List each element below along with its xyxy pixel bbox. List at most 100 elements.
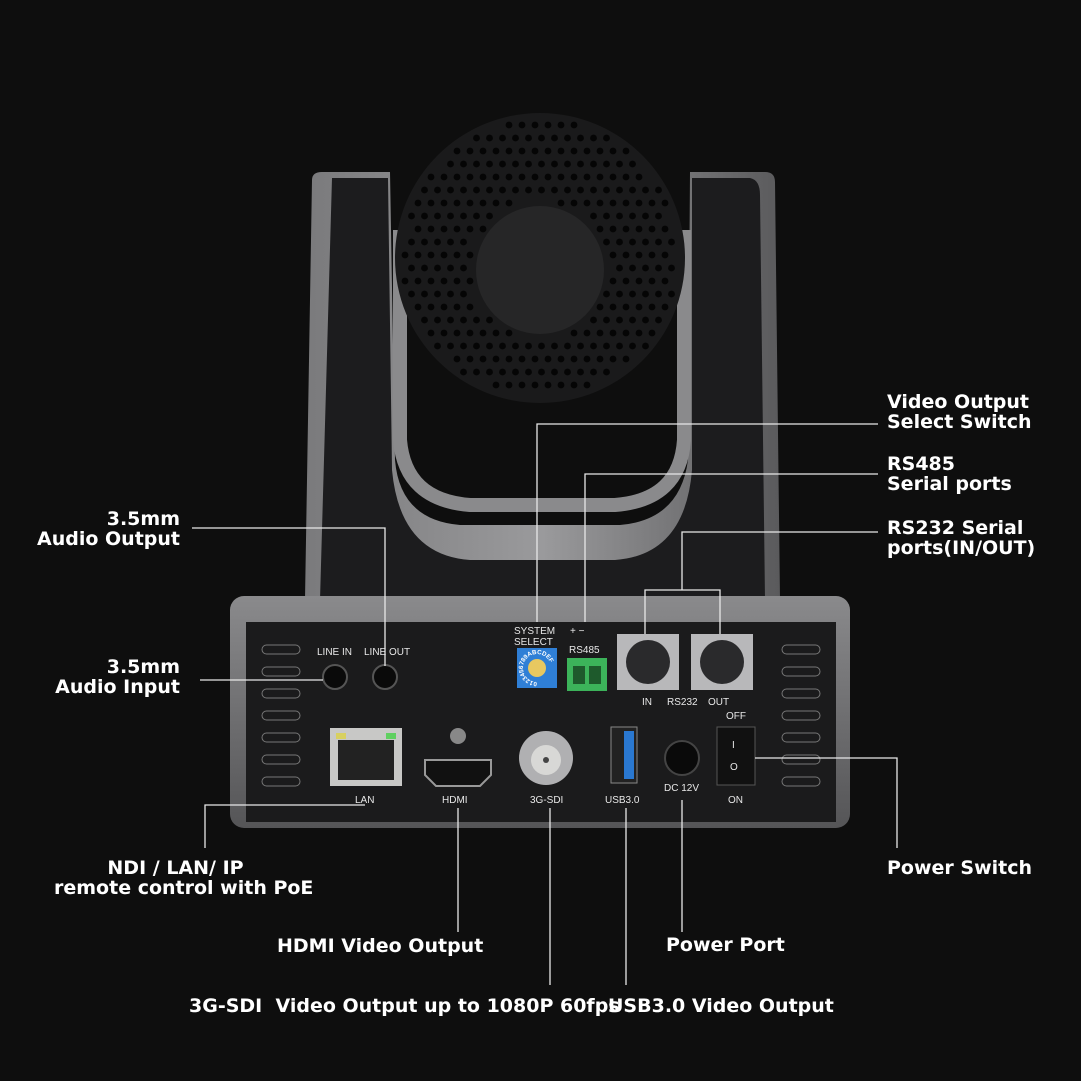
vent-hole bbox=[544, 121, 552, 129]
vent-hole bbox=[570, 355, 578, 363]
vent-hole bbox=[616, 238, 623, 246]
vent-hole bbox=[427, 251, 435, 259]
vent-hole bbox=[629, 212, 636, 220]
vent-hole bbox=[447, 212, 454, 220]
vent-hole bbox=[655, 264, 662, 272]
vent-hole bbox=[538, 186, 545, 194]
vent-hole bbox=[655, 238, 662, 246]
vent-hole bbox=[570, 329, 578, 337]
vent-hole bbox=[603, 290, 610, 298]
vent-hole bbox=[622, 277, 630, 285]
vent-hole bbox=[564, 342, 571, 350]
vent-hole bbox=[486, 134, 493, 142]
vent-hole bbox=[668, 238, 675, 246]
vent-hole bbox=[447, 342, 454, 350]
vent-hole bbox=[440, 303, 448, 311]
vent-hole bbox=[401, 277, 409, 285]
vent-hole bbox=[447, 238, 454, 246]
vent-hole bbox=[453, 225, 461, 233]
rs485-label: RS485 bbox=[569, 645, 600, 656]
vent-hole bbox=[499, 160, 506, 168]
vent-hole bbox=[590, 212, 597, 220]
vent-hole bbox=[531, 381, 539, 389]
vent-hole bbox=[609, 303, 617, 311]
vent-hole bbox=[421, 264, 428, 272]
select-label: SELECT bbox=[514, 637, 553, 648]
vent-hole bbox=[590, 342, 597, 350]
vent-hole bbox=[460, 342, 467, 350]
hdmi-port bbox=[424, 759, 492, 787]
vent-hole bbox=[518, 355, 526, 363]
vent-hole bbox=[629, 342, 636, 350]
vent-hole bbox=[635, 329, 643, 337]
vent-hole bbox=[642, 290, 649, 298]
power-switch bbox=[716, 726, 756, 786]
vent-hole bbox=[427, 225, 435, 233]
vent-hole bbox=[466, 303, 474, 311]
vent-hole bbox=[583, 381, 591, 389]
vent-hole bbox=[544, 147, 552, 155]
vent-hole bbox=[401, 251, 409, 259]
vent-hole bbox=[453, 199, 461, 207]
vent-hole bbox=[427, 277, 435, 285]
vent-hole bbox=[538, 342, 545, 350]
vent-hole bbox=[622, 303, 630, 311]
vent-hole bbox=[486, 316, 493, 324]
vent-hole bbox=[512, 368, 519, 376]
vent-hole bbox=[434, 290, 441, 298]
vent-hole bbox=[518, 381, 526, 389]
vent-hole bbox=[414, 277, 422, 285]
vent-hole bbox=[616, 186, 623, 194]
vent-hole bbox=[655, 316, 662, 324]
vent-hole bbox=[453, 147, 461, 155]
vent-hole bbox=[525, 186, 532, 194]
vent-hole bbox=[668, 264, 675, 272]
vent-hole bbox=[531, 147, 539, 155]
vent-hole bbox=[648, 199, 656, 207]
vent-slot bbox=[781, 666, 821, 677]
vent-slot bbox=[261, 732, 301, 743]
vent-hole bbox=[525, 160, 532, 168]
vent-slot bbox=[261, 644, 301, 655]
vent-hole bbox=[453, 251, 461, 259]
vent-hole bbox=[479, 199, 487, 207]
vent-hole bbox=[590, 160, 597, 168]
usb-callout: USB3.0 Video Output bbox=[608, 995, 834, 1017]
vent-slot bbox=[781, 776, 821, 787]
vent-hole bbox=[596, 173, 604, 181]
vent-hole bbox=[661, 251, 669, 259]
vent-hole bbox=[635, 303, 643, 311]
vent-hole bbox=[421, 212, 428, 220]
switch-off-mark: O bbox=[730, 762, 738, 773]
vent-hole bbox=[616, 342, 623, 350]
vent-hole bbox=[414, 199, 422, 207]
vent-hole bbox=[421, 316, 428, 324]
vent-hole bbox=[479, 147, 487, 155]
vent-hole bbox=[408, 212, 415, 220]
vent-hole bbox=[564, 160, 571, 168]
vent-hole bbox=[466, 251, 474, 259]
vent-hole bbox=[635, 225, 643, 233]
vent-hole bbox=[570, 173, 578, 181]
vent-hole bbox=[596, 199, 604, 207]
vent-hole bbox=[473, 316, 480, 324]
vent-hole bbox=[505, 355, 513, 363]
vent-hole bbox=[635, 251, 643, 259]
vent-hole bbox=[629, 316, 636, 324]
vent-hole bbox=[440, 277, 448, 285]
vent-hole bbox=[460, 212, 467, 220]
hdmi-label: HDMI bbox=[442, 795, 468, 806]
vent-hole bbox=[551, 186, 558, 194]
vent-hole bbox=[408, 238, 415, 246]
vent-hole bbox=[564, 368, 571, 376]
sdi-label: 3G-SDI bbox=[530, 795, 563, 806]
vent-hole bbox=[525, 368, 532, 376]
vent-slot bbox=[261, 776, 301, 787]
vent-hole bbox=[564, 134, 571, 142]
vent-hole bbox=[518, 173, 526, 181]
vent-hole bbox=[518, 147, 526, 155]
vent-hole bbox=[466, 173, 474, 181]
vent-hole bbox=[453, 277, 461, 285]
